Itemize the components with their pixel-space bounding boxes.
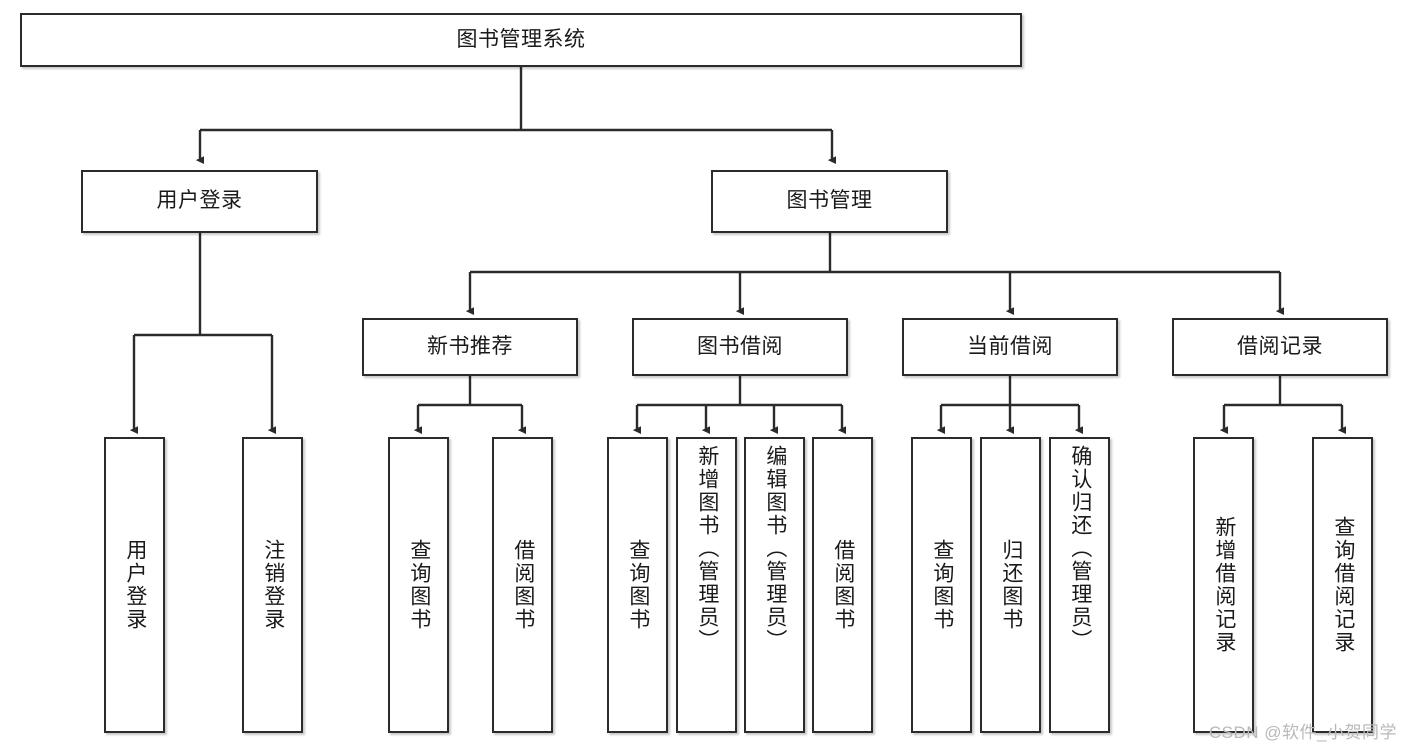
node-leaf-query-record-label: 查询借阅记录 (1331, 516, 1355, 654)
node-book-borrow[interactable]: 图书借阅 (632, 318, 848, 376)
node-leaf-add-book[interactable]: 新增图书（管理员） (676, 437, 737, 733)
node-leaf-query-book-3[interactable]: 查询图书 (911, 437, 972, 733)
node-leaf-user-login-label: 用户登录 (123, 539, 147, 631)
node-user-login[interactable]: 用户登录 (81, 170, 318, 233)
node-leaf-query-book-3-label: 查询图书 (930, 539, 954, 631)
node-leaf-return-book[interactable]: 归还图书 (980, 437, 1041, 733)
node-borrow-record-label: 借阅记录 (1237, 334, 1323, 358)
node-leaf-query-book-2-label: 查询图书 (626, 539, 650, 631)
node-leaf-edit-book[interactable]: 编辑图书（管理员） (744, 437, 805, 733)
node-new-book-rec[interactable]: 新书推荐 (362, 318, 578, 376)
node-leaf-add-book-label: 新增图书（管理员） (695, 445, 719, 652)
node-borrow-record[interactable]: 借阅记录 (1172, 318, 1388, 376)
node-leaf-logout[interactable]: 注销登录 (242, 437, 303, 733)
node-book-borrow-label: 图书借阅 (697, 334, 783, 358)
node-leaf-borrow-book-1-label: 借阅图书 (511, 539, 535, 631)
node-leaf-borrow-book-1[interactable]: 借阅图书 (492, 437, 553, 733)
node-current-borrow-label: 当前借阅 (967, 334, 1053, 358)
node-leaf-query-record[interactable]: 查询借阅记录 (1312, 437, 1373, 733)
node-leaf-confirm-return[interactable]: 确认归还（管理员） (1049, 437, 1110, 733)
node-root-label: 图书管理系统 (456, 27, 586, 51)
node-current-borrow[interactable]: 当前借阅 (902, 318, 1118, 376)
node-leaf-borrow-book-2-label: 借阅图书 (831, 539, 855, 631)
node-leaf-add-record[interactable]: 新增借阅记录 (1193, 437, 1254, 733)
node-book-manage[interactable]: 图书管理 (711, 170, 948, 233)
node-leaf-user-login[interactable]: 用户登录 (104, 437, 165, 733)
watermark-text: CSDN @软件_小贺同学 (1208, 723, 1397, 742)
node-leaf-confirm-return-label: 确认归还（管理员） (1068, 445, 1092, 652)
node-leaf-logout-label: 注销登录 (261, 539, 285, 631)
node-leaf-edit-book-label: 编辑图书（管理员） (763, 445, 787, 652)
node-root[interactable]: 图书管理系统 (20, 13, 1022, 67)
node-user-login-label: 用户登录 (156, 189, 243, 213)
node-leaf-query-book-1[interactable]: 查询图书 (388, 437, 449, 733)
node-leaf-borrow-book-2[interactable]: 借阅图书 (812, 437, 873, 733)
node-leaf-add-record-label: 新增借阅记录 (1212, 516, 1236, 654)
node-book-manage-label: 图书管理 (786, 189, 873, 213)
node-new-book-rec-label: 新书推荐 (427, 334, 513, 358)
node-leaf-return-book-label: 归还图书 (999, 539, 1023, 631)
node-leaf-query-book-1-label: 查询图书 (407, 539, 431, 631)
node-leaf-query-book-2[interactable]: 查询图书 (607, 437, 668, 733)
